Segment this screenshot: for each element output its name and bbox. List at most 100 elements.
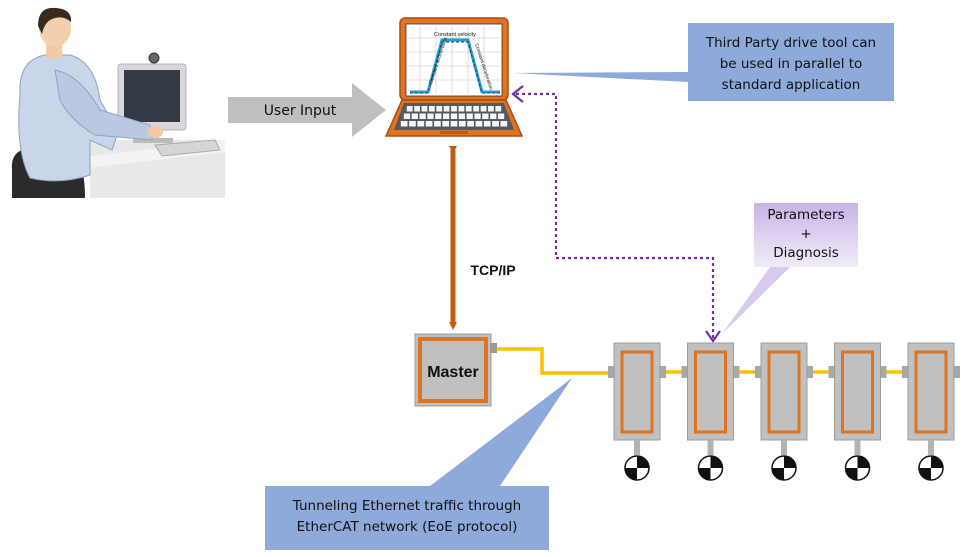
laptop-key — [434, 121, 441, 127]
drive-port-in — [755, 366, 762, 378]
params-callout-line-1: Parameters — [767, 207, 845, 223]
third-party-callout-line-2: be used in parallel to — [719, 56, 863, 72]
diagnostic-link-dotted-line — [515, 92, 715, 338]
laptop-key — [419, 113, 426, 119]
drive-port-out — [953, 366, 960, 378]
laptop-key — [443, 106, 450, 112]
laptop-key — [458, 106, 465, 112]
laptop-key — [458, 113, 465, 119]
drive-frame — [620, 350, 654, 434]
master-device: Master — [414, 333, 497, 407]
drive-port-in — [681, 366, 689, 378]
laptop-key — [495, 106, 502, 112]
laptop-key — [442, 121, 450, 127]
drive-port-in — [902, 366, 909, 378]
laptop-key — [474, 113, 481, 119]
drive-port-in — [608, 366, 615, 378]
slave-drive-2 — [681, 342, 740, 481]
drive-port-out — [732, 366, 740, 378]
drive-frame — [767, 350, 801, 434]
master-frame — [418, 337, 488, 403]
laptop-key — [467, 121, 474, 127]
laptop-key — [482, 113, 489, 119]
laptop-key — [403, 113, 411, 119]
tunneling-callout: Tunneling Ethernet traffic through Ether… — [265, 486, 549, 550]
params-diagnosis-callout: Parameters + Diagnosis — [754, 203, 858, 267]
laptop-screen — [405, 23, 503, 97]
tunneling-callout-line-2: EtherCAT network (EoE protocol) — [296, 519, 518, 535]
tunneling-callout-pointer — [430, 378, 572, 486]
diagnostic-link-arrowhead-laptop — [511, 85, 524, 103]
drive-frame — [841, 350, 874, 434]
person-hair — [38, 7, 72, 34]
chart-annotation-top: Constant velocity — [434, 32, 476, 38]
laptop-key — [414, 106, 420, 112]
user-input-arrow: User Input — [228, 83, 386, 137]
laptop-key — [409, 121, 416, 127]
slave-drive-3 — [755, 342, 813, 481]
laptop-key — [465, 106, 472, 112]
laptop-key — [411, 113, 418, 119]
laptop-key — [421, 106, 428, 112]
laptop-key — [427, 113, 434, 119]
laptop-key — [497, 113, 505, 119]
master-port — [490, 343, 497, 353]
motor-shaft — [781, 440, 787, 455]
laptop-key — [436, 106, 443, 112]
motor-shaft — [707, 440, 714, 455]
laptop-key — [473, 106, 480, 112]
third-party-callout-line-3: standard application — [721, 77, 861, 93]
laptop-key — [443, 113, 450, 119]
slave-drives — [608, 342, 960, 481]
laptop-key — [450, 113, 458, 119]
laptop-key — [417, 121, 425, 127]
laptop-key — [451, 106, 457, 112]
laptop-key — [425, 121, 433, 127]
params-callout-pointer — [722, 267, 790, 334]
slave-drive-1 — [608, 342, 666, 481]
tcp-ip-label: TCP/IP — [470, 262, 515, 278]
person-torso — [18, 54, 119, 182]
master-label: Master — [427, 364, 479, 381]
motor-shaft — [928, 440, 934, 455]
laptop-key — [488, 106, 494, 112]
drive-frame — [914, 350, 948, 434]
laptop-key — [400, 121, 408, 127]
params-callout-line-2: + — [800, 226, 812, 242]
third-party-callout: Third Party drive tool can be used in pa… — [688, 23, 894, 101]
params-callout-line-3: Diagnosis — [773, 245, 839, 261]
slave-drive-5 — [902, 342, 960, 481]
ethercat-line-master-link — [492, 347, 618, 375]
user-input-label: User Input — [264, 103, 337, 119]
slave-drive-4 — [828, 342, 887, 481]
laptop-key — [500, 121, 508, 127]
laptop-key — [480, 106, 487, 112]
laptop-key — [458, 121, 466, 127]
drive-port-out — [879, 366, 887, 378]
laptop-key — [406, 106, 413, 112]
drive-frame — [694, 350, 727, 434]
webcam-icon — [148, 52, 160, 64]
diagnostic-link-arrowhead-drive — [705, 330, 721, 343]
master-box — [414, 333, 492, 407]
laptop-key — [483, 121, 491, 127]
laptop-key — [428, 106, 435, 112]
drive-port-out — [659, 366, 666, 378]
motor-shaft — [854, 440, 861, 455]
motor-shaft — [634, 440, 640, 455]
tunneling-callout-line-1: Tunneling Ethernet traffic through — [292, 498, 522, 514]
keyboard — [154, 139, 221, 157]
third-party-callout-line-1: Third Party drive tool can — [705, 35, 877, 51]
user-at-workstation-illustration — [11, 7, 225, 198]
laptop-keyboard — [400, 106, 508, 127]
drive-port-in — [828, 366, 836, 378]
laptop-key — [490, 113, 497, 119]
drive-port-out — [806, 366, 813, 378]
laptop-icon: Constant velocity Constant acceleration … — [384, 17, 524, 137]
laptop-key — [435, 113, 442, 119]
laptop-key — [450, 121, 458, 127]
laptop-key — [466, 113, 473, 119]
laptop-key — [475, 121, 483, 127]
laptop-key — [492, 121, 499, 127]
